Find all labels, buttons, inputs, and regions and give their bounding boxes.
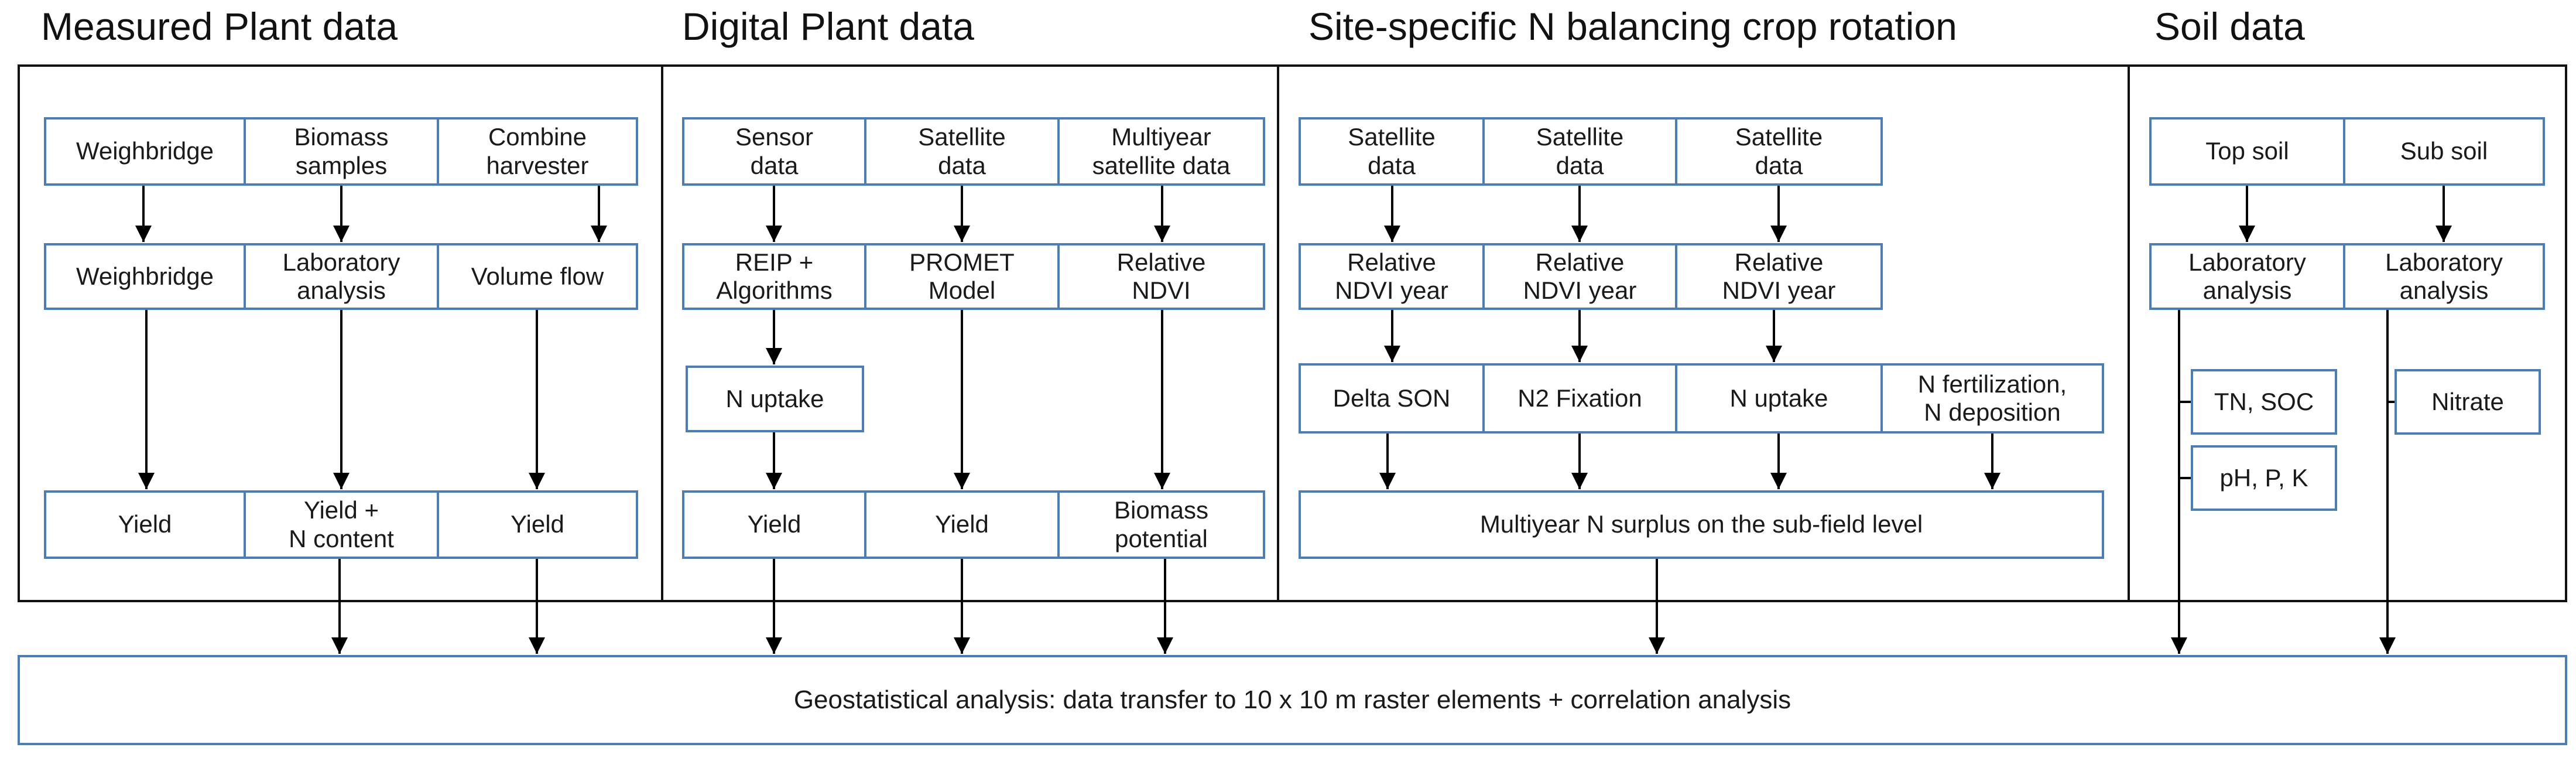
site-satellite-data-box-3: Satellite data [1675,117,1883,186]
measured-combine-harvester-box: Combine harvester [437,117,638,186]
site-n2-fixation-box: N2 Fixation [1482,363,1677,434]
measured-weighbridge-box: Weighbridge [44,243,246,310]
digital-n-uptake-box: N uptake [686,366,864,432]
measured-weighbridge-source-box: Weighbridge [44,117,246,186]
measured-laboratory-analysis-box: Laboratory analysis [244,243,439,310]
digital-reip-algorithms-box: REIP + Algorithms [682,243,866,310]
site-satellite-data-box-2: Satellite data [1482,117,1677,186]
soil-tn-soc-box: TN, SOC [2191,369,2337,435]
measured-plant-title: Measured Plant data [41,5,398,48]
digital-satellite-data-box: Satellite data [864,117,1060,186]
site-relative-ndvi-year-box-3: Relative NDVI year [1675,243,1883,310]
digital-plant-title: Digital Plant data [682,5,974,48]
soil-laboratory-analysis-box-2: Laboratory analysis [2343,243,2545,310]
site-n-uptake-box: N uptake [1675,363,1883,434]
digital-sensor-data-box: Sensor data [682,117,866,186]
site-multiyear-n-surplus-box: Multiyear N surplus on the sub-field lev… [1299,490,2104,559]
site-specific-title: Site-specific N balancing crop rotation [1308,5,1957,48]
measured-yield-box-2: Yield [437,490,638,559]
measured-volume-flow-box: Volume flow [437,243,638,310]
soil-ph-p-k-box: pH, P, K [2191,445,2337,511]
measured-biomass-samples-box: Biomass samples [244,117,439,186]
site-n-fertilization-box: N fertilization, N deposition [1880,363,2104,434]
digital-yield-box-2: Yield [864,490,1060,559]
measured-yield-n-content-box: Yield + N content [244,490,439,559]
soil-laboratory-analysis-box-1: Laboratory analysis [2149,243,2345,310]
digital-relative-ndvi-box: Relative NDVI [1057,243,1265,310]
geostatistical-analysis-box: Geostatistical analysis: data transfer t… [18,655,2567,745]
site-satellite-data-box-1: Satellite data [1299,117,1485,186]
soil-sub-soil-box: Sub soil [2343,117,2545,186]
digital-promet-model-box: PROMET Model [864,243,1060,310]
soil-nitrate-box: Nitrate [2395,369,2541,435]
digital-biomass-potential-box: Biomass potential [1057,490,1265,559]
digital-yield-box-1: Yield [682,490,866,559]
soil-data-title: Soil data [2154,5,2305,48]
digital-multiyear-satellite-box: Multiyear satellite data [1057,117,1265,186]
site-delta-son-box: Delta SON [1299,363,1485,434]
site-relative-ndvi-year-box-2: Relative NDVI year [1482,243,1677,310]
soil-data-frame [2128,64,2567,602]
